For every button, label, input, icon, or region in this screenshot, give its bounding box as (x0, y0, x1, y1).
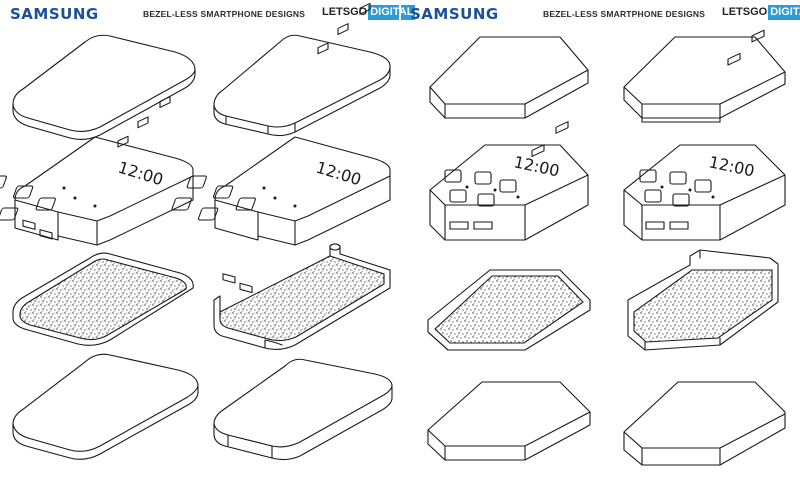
phone-2a-screen-apps: 12:00 (0, 96, 194, 246)
letsgodigital-logo: LETSGO DIGITAL (322, 5, 416, 20)
phone-3c-hex-textured-tray (427, 269, 591, 351)
logo-part-letsgo: LETSGO (322, 6, 368, 18)
hexagonal-phone-drawings: 12:00 12:00 (427, 29, 786, 466)
header-subtitle: BEZEL-LESS SMARTPHONE DESIGNS (143, 9, 306, 19)
patent-panel-hexagonal: SAMSUNG BEZEL-LESS SMARTPHONE DESIGNS LE… (400, 0, 800, 503)
phone-1c-hex-slab (429, 36, 589, 119)
rectangular-phone-drawings: 12:00 12:00 (0, 2, 393, 461)
phone-2c-hex-screen-apps: 12:00 (429, 121, 589, 241)
samsung-brand-logo: SAMSUNG (10, 5, 99, 23)
logo-part-digital: DIGITAL (368, 5, 416, 20)
samsung-brand-logo: SAMSUNG (410, 5, 499, 23)
phone-3b-textured-tray-walls (213, 243, 391, 351)
letsgodigital-logo: LETSGO DIGITAL (722, 5, 800, 20)
phone-2d-hex-screen-apps: 12:00 (623, 29, 786, 241)
phone-2b-screen-apps: 12:00 (171, 2, 391, 294)
phone-1d-hex-edge-slab (623, 36, 786, 123)
logo-part-letsgo: LETSGO (722, 6, 768, 18)
phone-1a-rounded-slab (12, 34, 196, 141)
phone-4c-hex-slab (427, 381, 591, 461)
phone-3d-hex-textured-tray-walls (627, 249, 779, 351)
phone-4d-hex-edge-slab (623, 381, 786, 466)
phone-1b-edge-slab (213, 34, 391, 137)
logo-part-digital: DIGITAL (768, 5, 800, 20)
header-subtitle: BEZEL-LESS SMARTPHONE DESIGNS (543, 9, 706, 19)
phone-3a-textured-tray (12, 252, 194, 346)
phone-4b-edge-slab (213, 358, 393, 461)
patent-panel-rectangular: SAMSUNG BEZEL-LESS SMARTPHONE DESIGNS LE… (0, 2, 416, 461)
panel-divider (399, 0, 401, 503)
phone-4a-curved-slab (12, 353, 199, 460)
